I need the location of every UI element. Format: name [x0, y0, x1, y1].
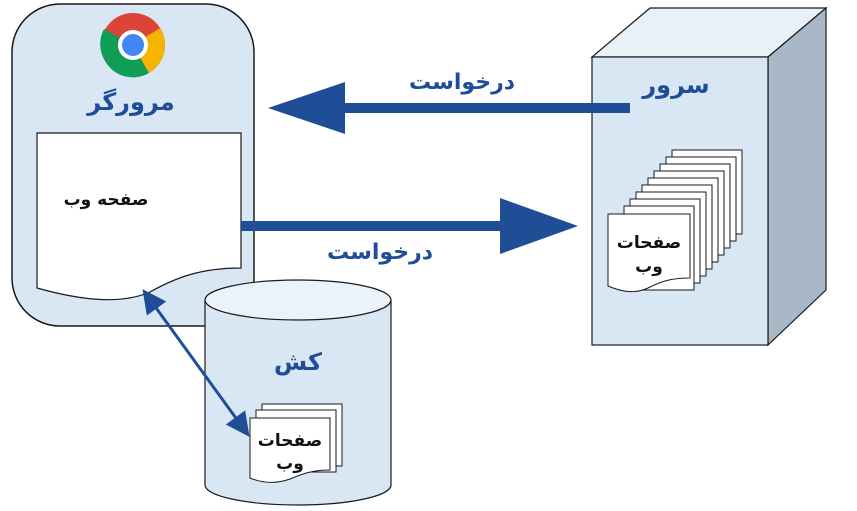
cache-pages-stack: [249, 403, 343, 483]
arrow-server-to-browser: [268, 82, 630, 134]
chrome-icon: [100, 13, 166, 78]
cache-title: کش: [274, 348, 322, 376]
arrow-browser-cache: [142, 289, 250, 437]
arrow-bottom-label: درخواست: [327, 240, 433, 265]
cache-cylinder: کش صفحات وب: [204, 279, 392, 506]
server-pages-label-line1: صفحات: [617, 233, 681, 253]
arrow-top-label: درخواست: [409, 70, 515, 95]
arrow-browser-to-server: [241, 198, 578, 254]
server-box: سرور صفحات وب: [590, 6, 828, 347]
cache-pages-label-line2: وب: [276, 454, 304, 474]
server-pages-label-line2: وب: [635, 257, 663, 277]
server-title: سرور: [641, 71, 709, 99]
browser-panel: مرورگر صفحه وب: [11, 3, 255, 327]
web-page-label: صفحه وب: [64, 190, 149, 210]
server-pages-stack: [607, 149, 743, 293]
browser-title: مرورگر: [86, 88, 174, 116]
cache-pages-label-line1: صفحات: [258, 431, 322, 451]
